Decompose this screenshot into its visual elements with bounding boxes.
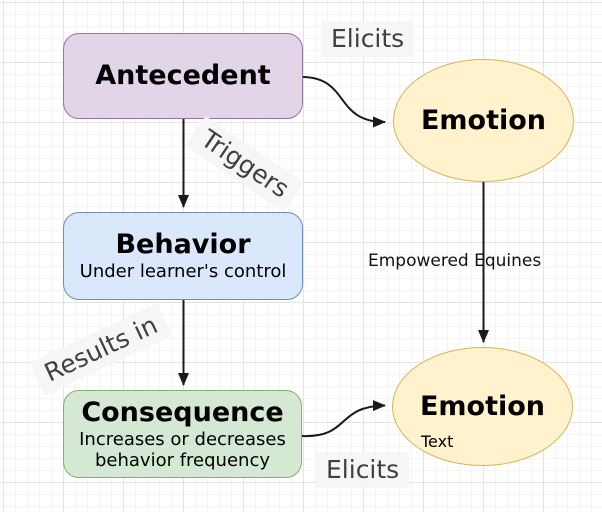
edge-label-results-in[interactable]: Results in (29, 303, 173, 395)
node-consequence-subtitle: Increases or decreases behavior frequenc… (79, 428, 286, 471)
node-antecedent[interactable]: Antecedent (63, 33, 303, 119)
node-emotion-bottom-text-label: Text (421, 432, 454, 451)
edge-label-elicits-top[interactable]: Elicits (321, 21, 415, 57)
node-behavior-subtitle: Under learner's control (79, 261, 287, 283)
node-behavior-title: Behavior (115, 229, 251, 261)
edge-label-elicits-bottom[interactable]: Elicits (316, 452, 410, 488)
node-emotion-top[interactable]: Emotion (393, 59, 574, 182)
node-emotion-bottom[interactable]: Emotion Text (392, 347, 573, 466)
edge-label-triggers[interactable]: Triggers (185, 115, 305, 213)
node-behavior[interactable]: Behavior Under learner's control (63, 212, 303, 300)
node-antecedent-title: Antecedent (95, 60, 271, 92)
edge-label-empowered-equines[interactable]: Empowered Equines (368, 251, 542, 271)
node-emotion-bottom-title: Emotion (419, 390, 546, 422)
node-emotion-top-title: Emotion (420, 104, 547, 136)
arrow-antecedent-to-emotion-top[interactable] (302, 76, 386, 128)
node-consequence[interactable]: Consequence Increases or decreases behav… (63, 390, 302, 478)
arrow-consequence-to-emotion-bottom[interactable] (301, 400, 386, 438)
node-consequence-title: Consequence (81, 396, 284, 428)
